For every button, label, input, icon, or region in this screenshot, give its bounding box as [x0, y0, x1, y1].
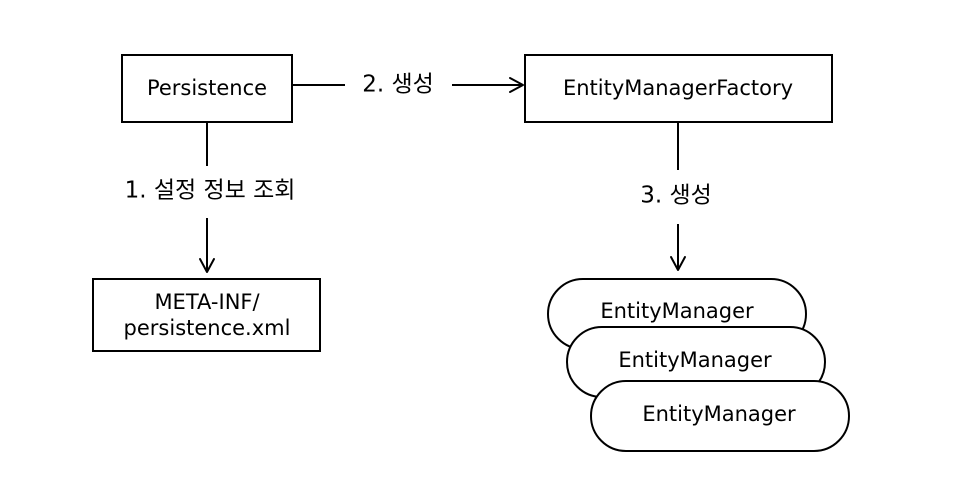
persistence-node: Persistence	[121, 54, 293, 123]
entity-manager-stack: EntityManager EntityManager EntityManage…	[547, 278, 850, 452]
entity-manager-node-3: EntityManager	[590, 380, 850, 452]
meta-inf-label-line1: META-INF/	[154, 290, 260, 314]
entity-manager-factory-box	[524, 54, 833, 123]
edge-create-emf: 2. 생성	[292, 72, 524, 98]
edge-create-emf-label: 2. 생성	[362, 72, 434, 98]
edge-read-config-label: 1. 설정 정보 조회	[125, 178, 296, 204]
entity-manager-node-2: EntityManager	[566, 326, 826, 398]
entity-manager-pill-3	[590, 380, 850, 452]
entity-manager-factory-label: EntityManagerFactory	[563, 76, 793, 100]
edge-create-em: 3. 생성	[640, 122, 712, 271]
edge-create-em-label: 3. 생성	[640, 183, 712, 209]
entity-manager-label-2: EntityManager	[618, 348, 772, 372]
persistence-box	[121, 54, 293, 123]
entity-manager-label-3: EntityManager	[642, 402, 796, 426]
meta-inf-box	[92, 278, 321, 352]
meta-inf-node: META-INF/ persistence.xml	[92, 278, 321, 352]
persistence-label: Persistence	[147, 76, 267, 100]
entity-manager-label-1: EntityManager	[600, 299, 754, 323]
meta-inf-label-line2: persistence.xml	[124, 316, 291, 340]
edge-create-emf-arrowhead	[509, 77, 524, 93]
edge-create-em-arrowhead	[670, 256, 686, 271]
entity-manager-factory-node: EntityManagerFactory	[524, 54, 833, 123]
edge-read-config-arrowhead	[199, 258, 215, 273]
edge-read-config: 1. 설정 정보 조회	[125, 122, 296, 273]
